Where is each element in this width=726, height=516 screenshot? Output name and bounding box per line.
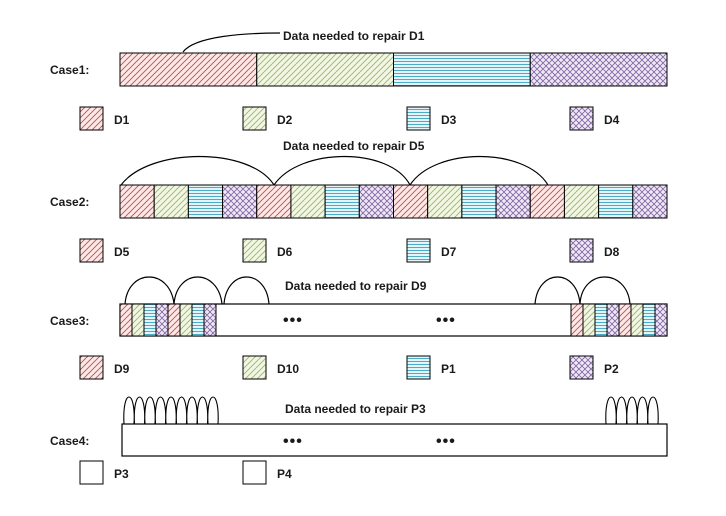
legend-label-p3: P3 — [114, 467, 129, 481]
case3-ellipsis-left: ••• — [283, 312, 303, 329]
legend-label-d2: D2 — [277, 113, 293, 127]
case3-left-block — [203, 303, 217, 337]
legend-label-d3: D3 — [441, 113, 457, 127]
case1-bar-block — [119, 52, 258, 87]
case2-bar-block — [119, 184, 155, 219]
legend-swatch-d9 — [79, 355, 104, 380]
case3-left-block — [167, 303, 181, 337]
legend-label-d1: D1 — [114, 113, 130, 127]
case3-left-block — [119, 303, 133, 337]
case3-left-block — [191, 303, 205, 337]
case2-bar-block — [529, 184, 565, 219]
case1-bar-block — [256, 52, 394, 87]
legend-label-p2: P2 — [604, 362, 619, 376]
case2-bar-block — [358, 184, 394, 219]
case3-right-block — [594, 303, 608, 337]
legend-swatch-d10 — [242, 355, 267, 380]
case3-right-block — [582, 303, 596, 337]
case2-bar-block — [598, 184, 634, 219]
case2-bar-block — [153, 184, 189, 219]
case1-bar — [119, 52, 668, 87]
case2-bar-block — [393, 184, 429, 219]
case3-legend: D9 D10 P1 P2 — [79, 355, 619, 380]
case3-group: Data needed to repair D9 Case3: ••• ••• … — [50, 276, 668, 380]
case4-repair-loops — [123, 396, 659, 425]
case2-repair-arcs — [120, 155, 549, 187]
case2-bar — [119, 184, 668, 219]
legend-swatch-d8 — [569, 238, 594, 263]
case2-bar-block — [563, 184, 600, 219]
case1-bar-block — [393, 52, 531, 87]
case4-repair-text: Data needed to repair P3 — [285, 402, 426, 416]
case2-bar-block — [324, 184, 360, 219]
legend-swatch-p3 — [79, 460, 104, 485]
case4-ellipsis-left: ••• — [283, 433, 303, 450]
case4-legend: P3 P4 — [79, 460, 292, 485]
legend-label-p4: P4 — [277, 467, 292, 481]
case1-repair-arc — [182, 32, 281, 53]
case3-left-block — [179, 303, 193, 337]
case2-bar-block — [290, 184, 326, 219]
case3-right-block — [570, 303, 584, 337]
case2-bar-block — [427, 184, 463, 219]
legend-label-d10: D10 — [277, 362, 299, 376]
legend-label-d6: D6 — [277, 245, 293, 259]
case2-legend: D5 D6 D7 D8 — [79, 238, 620, 263]
case3-left-block — [155, 303, 169, 337]
legend-swatch-d7 — [406, 238, 431, 263]
legend-swatch-d6 — [242, 238, 267, 263]
legend-label-d4: D4 — [604, 113, 620, 127]
legend-swatch-d2 — [242, 106, 267, 131]
case2-bar-block — [461, 184, 497, 219]
legend-swatch-d4 — [569, 106, 594, 131]
case3-right-block — [654, 303, 668, 337]
legend-swatch-d1 — [79, 106, 104, 131]
case4-label: Case4: — [50, 434, 89, 448]
case3-left-block — [131, 303, 145, 337]
case3-ellipsis-right: ••• — [436, 312, 456, 329]
case3-right-block — [606, 303, 620, 337]
case3-right-block — [618, 303, 632, 337]
legend-label-d9: D9 — [114, 362, 130, 376]
repair-loop-chain — [123, 396, 219, 425]
case2-bar-block — [222, 184, 258, 219]
case2-bar-block — [256, 184, 292, 219]
case1-label: Case1: — [50, 63, 89, 77]
legend-swatch-p1 — [406, 355, 431, 380]
case4-group: Data needed to repair P3 Case4: ••• ••• … — [50, 396, 668, 485]
case1-repair-text: Data needed to repair D1 — [283, 29, 425, 43]
case4-ellipsis-right: ••• — [436, 433, 456, 450]
case2-bar-block — [187, 184, 224, 219]
legend-label-p1: P1 — [441, 362, 456, 376]
case3-right-block — [642, 303, 656, 337]
case1-legend: D1 D2 D3 D4 — [79, 106, 620, 131]
case3-right-blocks — [570, 303, 668, 337]
case3-left-blocks — [119, 303, 217, 337]
legend-swatch-d5 — [79, 238, 104, 263]
case1-bar-block — [529, 52, 668, 87]
case3-label: Case3: — [50, 314, 89, 328]
legend-swatch-p2 — [569, 355, 594, 380]
case3-right-block — [630, 303, 644, 337]
legend-swatch-p4 — [242, 460, 267, 485]
legend-label-d5: D5 — [114, 245, 130, 259]
case4-bar — [121, 423, 668, 457]
case2-repair-text: Data needed to repair D5 — [283, 139, 425, 153]
case1-group: Case1: Data needed to repair D1 D1 D2 D3 D4 — [50, 29, 668, 131]
case3-repair-arcs-left — [124, 276, 270, 305]
case3-repair-text: Data needed to repair D9 — [285, 279, 427, 293]
case2-bar-block — [495, 184, 531, 219]
case2-label: Case2: — [50, 195, 89, 209]
legend-label-d8: D8 — [604, 245, 620, 259]
case3-repair-arcs-right — [534, 276, 631, 305]
case2-group: Data needed to repair D5 Case2: D5 D6 D7 D8 — [50, 139, 668, 263]
case2-bar-block — [632, 184, 668, 219]
repair-loop-chain — [605, 396, 659, 425]
case3-left-block — [143, 303, 157, 337]
legend-swatch-d3 — [406, 106, 431, 131]
legend-label-d7: D7 — [441, 245, 457, 259]
